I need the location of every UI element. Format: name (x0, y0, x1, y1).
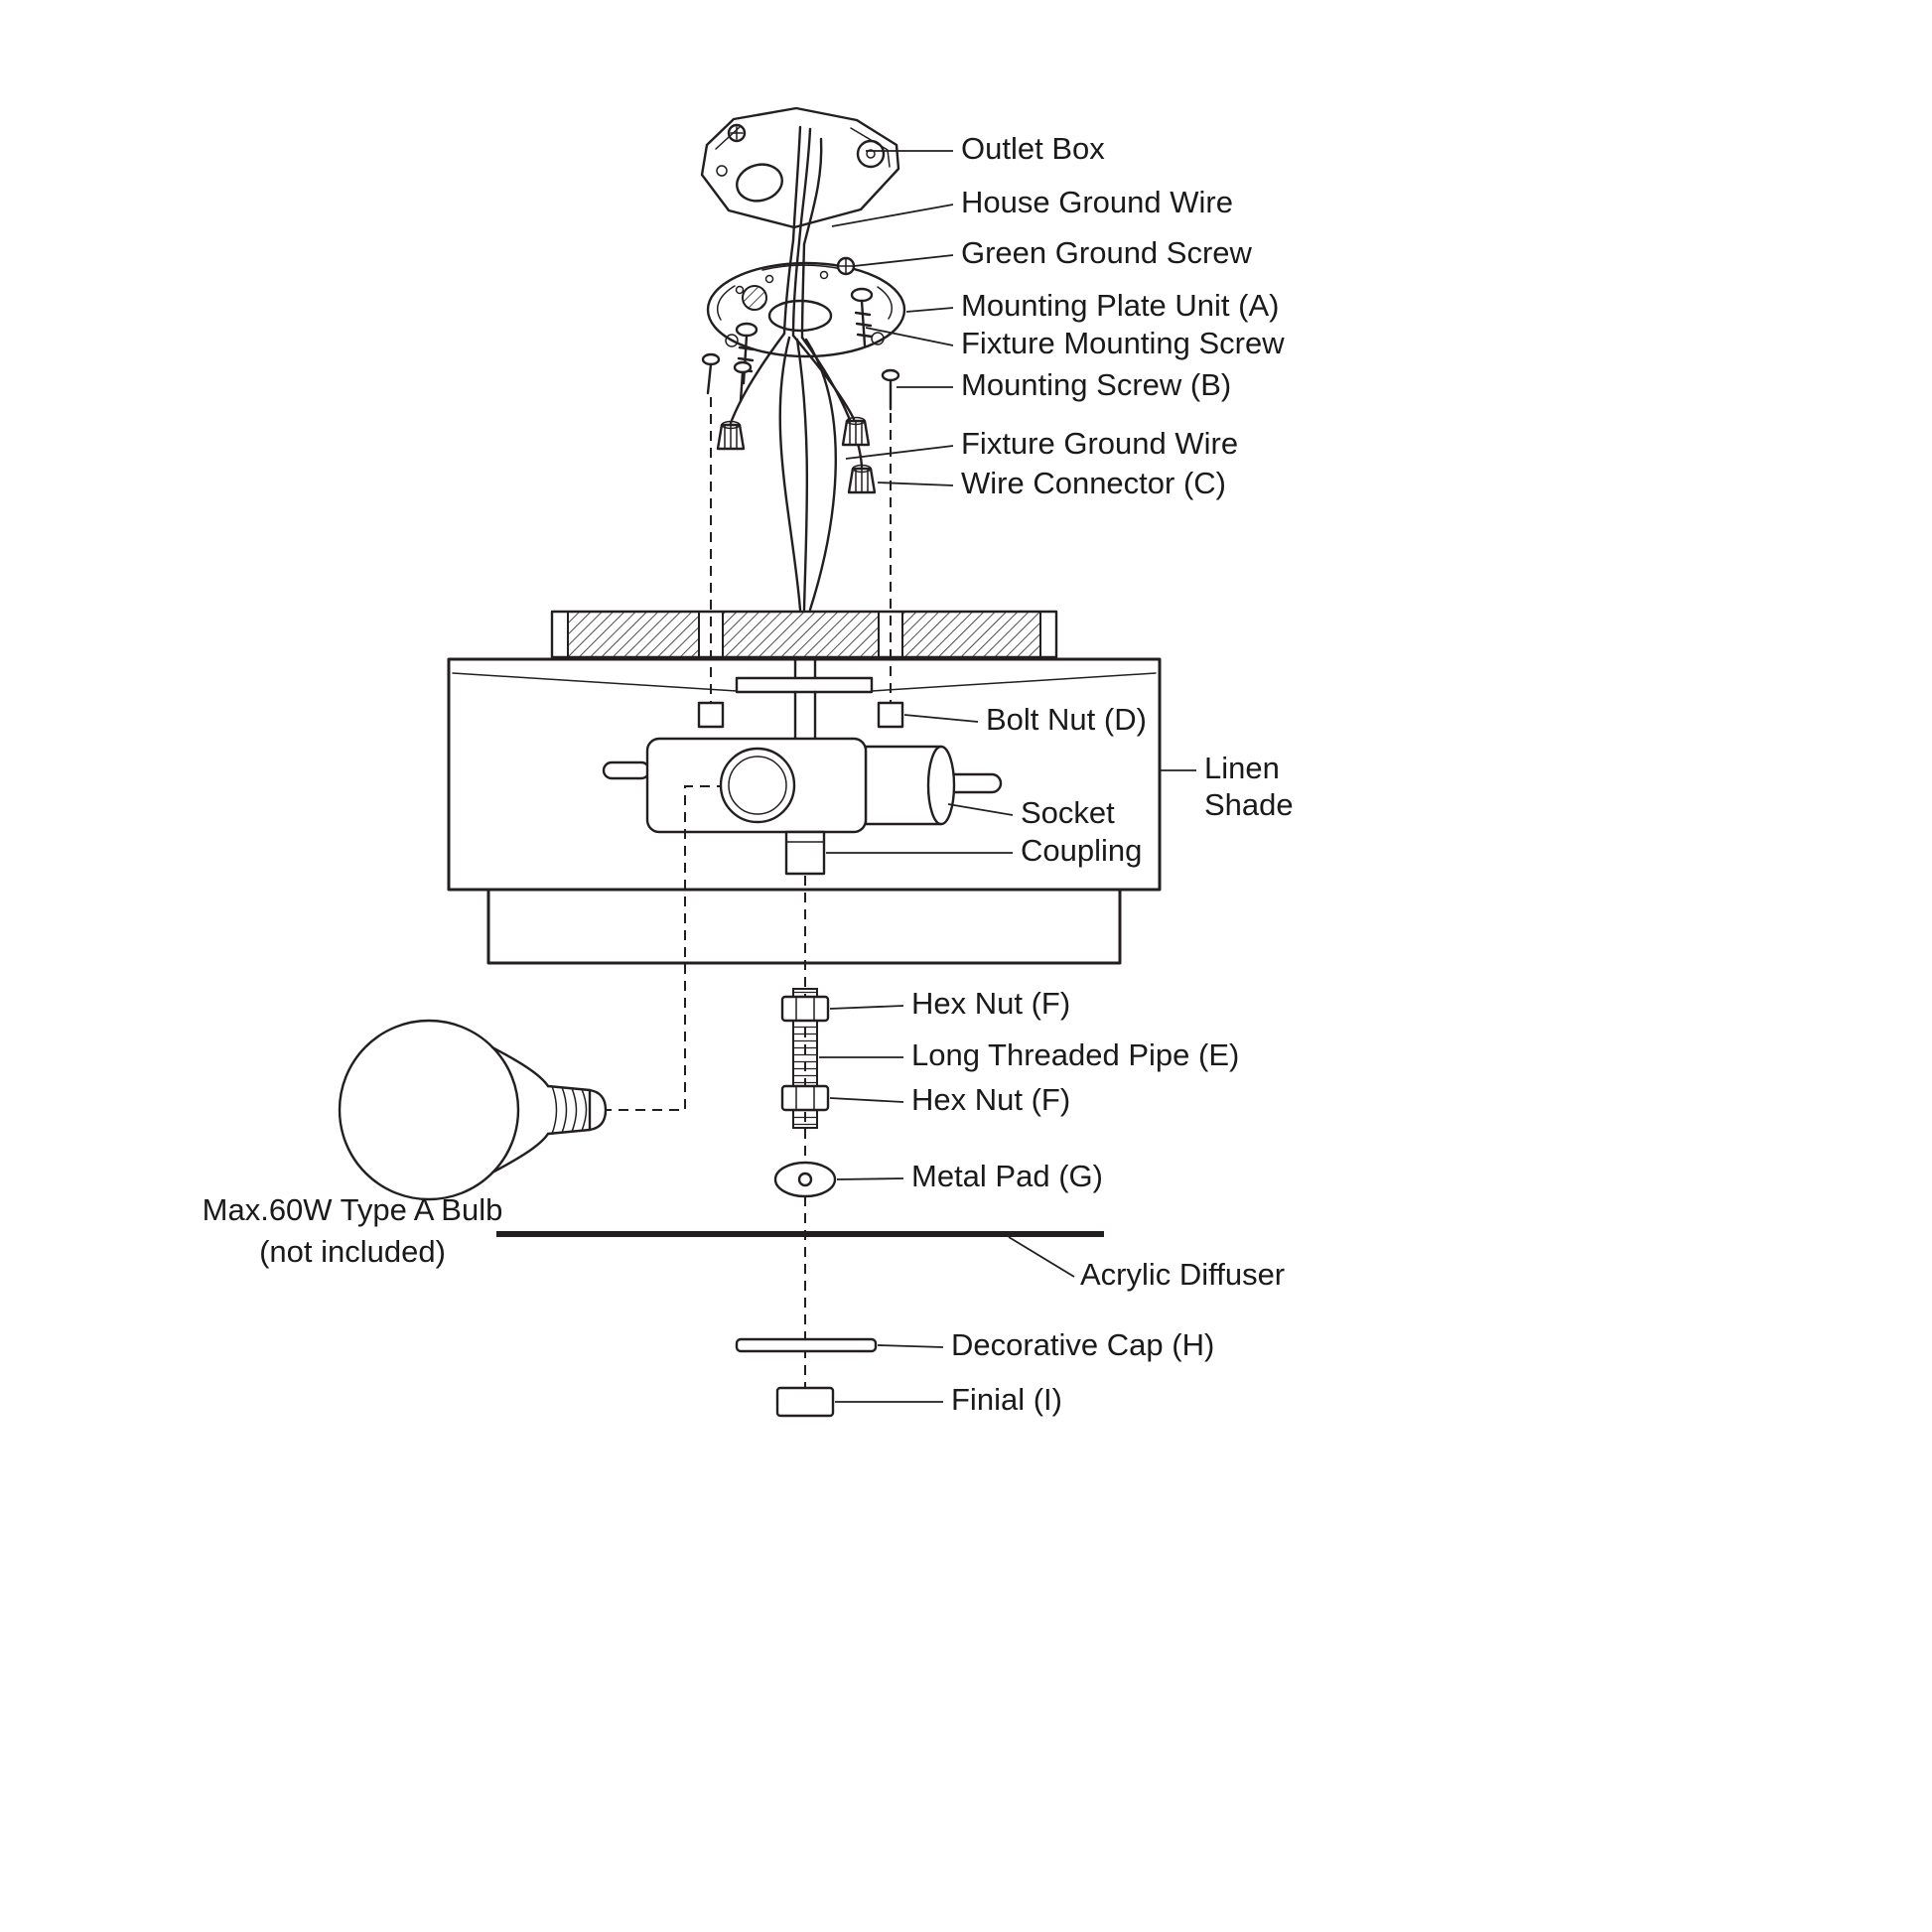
label-finial-i: Finial (I) (951, 1382, 1062, 1417)
wire-connectors (716, 416, 877, 494)
outlet-box (700, 106, 900, 229)
bolt-nut-left (697, 701, 725, 729)
label-linen-shade-line1: Linen (1204, 751, 1280, 785)
house-ground-wire (791, 125, 823, 246)
label-coupling: Coupling (1021, 833, 1142, 868)
label-wire-connector-c: Wire Connector (C) (961, 466, 1226, 500)
finial (775, 1386, 835, 1418)
label-mounting-screw-b: Mounting Screw (B) (961, 367, 1231, 402)
label-metal-pad-g: Metal Pad (G) (911, 1159, 1103, 1193)
label-long-threaded-pipe-e: Long Threaded Pipe (E) (911, 1037, 1239, 1072)
fixture-wires (729, 238, 864, 612)
label-hex-nut-f-top: Hex Nut (F) (911, 986, 1070, 1021)
label-linen-shade-line2: Shade (1204, 787, 1294, 822)
part-labels: Outlet Box House Ground Wire Green Groun… (203, 131, 1294, 1417)
decorative-cap (735, 1337, 878, 1353)
fixture-mounting-screws (735, 287, 874, 385)
label-hex-nut-f-bottom: Hex Nut (F) (911, 1082, 1070, 1117)
label-outlet-box: Outlet Box (961, 131, 1105, 166)
label-acrylic-diffuser: Acrylic Diffuser (1080, 1257, 1285, 1292)
label-socket: Socket (1021, 795, 1115, 830)
mounting-screws-b (701, 352, 900, 411)
label-mounting-plate-unit: Mounting Plate Unit (A) (961, 288, 1279, 323)
leader-lines (819, 150, 1196, 1403)
light-bulb (338, 1019, 608, 1201)
label-bulb-note-line2: (not included) (259, 1234, 446, 1269)
coupling (784, 830, 826, 876)
bolt-nut-right (877, 701, 904, 729)
shade-top-ring (550, 610, 1058, 659)
label-fixture-mounting-screw: Fixture Mounting Screw (961, 326, 1285, 360)
alignment-dashed-lines (602, 397, 892, 1388)
hex-nut-bottom (780, 1084, 830, 1112)
hex-nut-top (780, 995, 830, 1023)
metal-pad (773, 1161, 837, 1198)
label-green-ground-screw: Green Ground Screw (961, 235, 1253, 270)
label-fixture-ground-wire: Fixture Ground Wire (961, 426, 1238, 461)
label-house-ground-wire: House Ground Wire (961, 185, 1233, 219)
green-ground-screw (836, 256, 856, 276)
mounting-plate-unit (706, 261, 906, 358)
socket (602, 737, 1003, 834)
label-bolt-nut-d: Bolt Nut (D) (986, 702, 1147, 737)
label-bulb-note-line1: Max.60W Type A Bulb (203, 1192, 503, 1227)
label-decorative-cap-h: Decorative Cap (H) (951, 1327, 1214, 1362)
